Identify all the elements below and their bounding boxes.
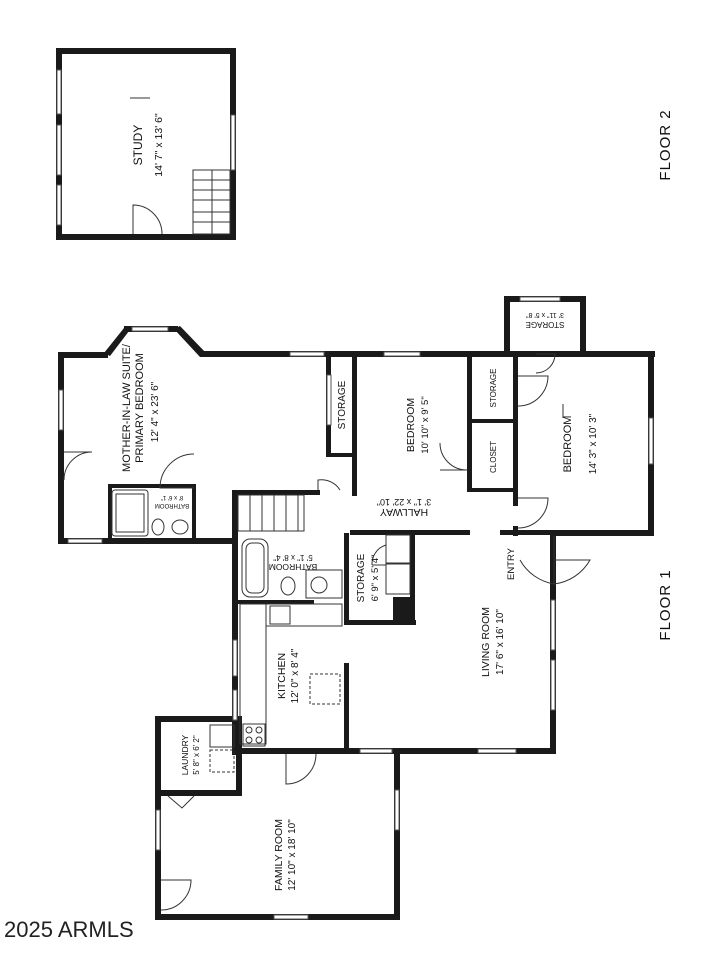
storage-mid-dims: 6' 9" x 5' 4"	[370, 555, 381, 602]
toilet-icon	[280, 576, 296, 596]
floor2-label: FLOOR 2	[657, 109, 674, 180]
suite-shower-icon	[111, 489, 149, 537]
storage-small-name: STORAGE	[489, 369, 498, 408]
bedroom-right-name: BEDROOM	[562, 416, 574, 473]
kitchen-sink-icon	[269, 605, 291, 625]
entry-door-icon	[553, 536, 591, 585]
laundry-sink-icon	[209, 724, 235, 748]
suite-name-line1: MOTHER-IN-LAW SUITE/	[121, 343, 133, 472]
study-name: STUDY	[131, 125, 145, 166]
family-name: FAMILY ROOM	[273, 819, 285, 891]
floor1-label: FLOOR 1	[657, 569, 674, 640]
top-storage-door-icon	[535, 353, 556, 374]
laundry-dims: 5' 8" x 6' 2"	[192, 735, 201, 775]
study-door-icon	[132, 204, 163, 235]
floor1-windows	[58, 296, 654, 920]
suite-bath-dims: 8' x 6' 1"	[161, 494, 183, 500]
kitchen-dims: 12' 0" x 8' 4"	[290, 648, 301, 703]
watermark: 2025 ARMLS	[4, 917, 134, 942]
stove-icon	[242, 723, 266, 747]
floor1-doors	[63, 353, 591, 911]
laundry-door-icon	[167, 795, 195, 809]
bedroom-mid-door-icon	[439, 442, 468, 471]
family-dims: 12' 10" x 18' 10"	[287, 819, 298, 891]
living-dims: 17' 6" x 16' 10"	[495, 609, 506, 675]
entry-label: ENTRY	[506, 547, 517, 580]
study-room	[56, 48, 236, 240]
kitchen-name: KITCHEN	[276, 653, 288, 699]
bedroom-mid-dims: 10' 10" x 9' 5"	[420, 396, 431, 453]
hallway-dims: 3' 1" x 22' 10"	[377, 497, 431, 507]
kitchen-island	[309, 673, 341, 705]
storage-mid-name: STORAGE	[356, 553, 367, 602]
bathtub-icon	[241, 538, 269, 598]
storage-top-right-name: STORAGE	[526, 320, 565, 329]
storage-upper-name: STORAGE	[337, 380, 348, 429]
suite-bath-name: BATHROOM	[155, 502, 189, 508]
bathroom-name: BATHROOM	[269, 562, 317, 572]
suite-toilet-icon	[151, 518, 165, 536]
family-ext-door-icon	[160, 879, 192, 911]
floor1-interior-walls	[108, 356, 556, 755]
bath-sink-icon	[310, 576, 328, 594]
closet-name: CLOSET	[489, 441, 498, 473]
hall-door-icon	[317, 479, 341, 491]
suite-name-line2: PRIMARY BEDROOM	[134, 353, 146, 463]
bedroom-right-door-icon	[517, 497, 549, 529]
study-stairs	[192, 169, 231, 235]
bathroom-dims: 5' 1" x 8' 4"	[273, 553, 313, 562]
suite-bath-door-icon	[159, 453, 195, 489]
storage-top-right-dims: 3' 11" x 5' 8"	[526, 311, 564, 318]
suite-sink-icon	[171, 519, 189, 535]
bedroom-right-dims: 14' 3" x 10' 3"	[588, 413, 599, 474]
kitchen-counter	[239, 603, 267, 745]
bedroom-mid-name: BEDROOM	[405, 398, 417, 452]
living-name: LIVING ROOM	[480, 607, 492, 677]
family-door-icon	[285, 753, 317, 785]
fixtures	[111, 489, 411, 773]
storage-door-icon	[517, 375, 549, 407]
suite-dims: 12' 4" x 23' 6"	[150, 381, 161, 442]
laundry-name: LAUNDRY	[180, 734, 190, 775]
entry-door-leaf-icon	[519, 536, 555, 585]
suite-door-icon	[63, 451, 93, 481]
hallway-name: HALLWAY	[380, 506, 428, 518]
washer-icon	[209, 749, 235, 773]
study-dims: 14' 7" x 13' 6"	[153, 113, 165, 177]
